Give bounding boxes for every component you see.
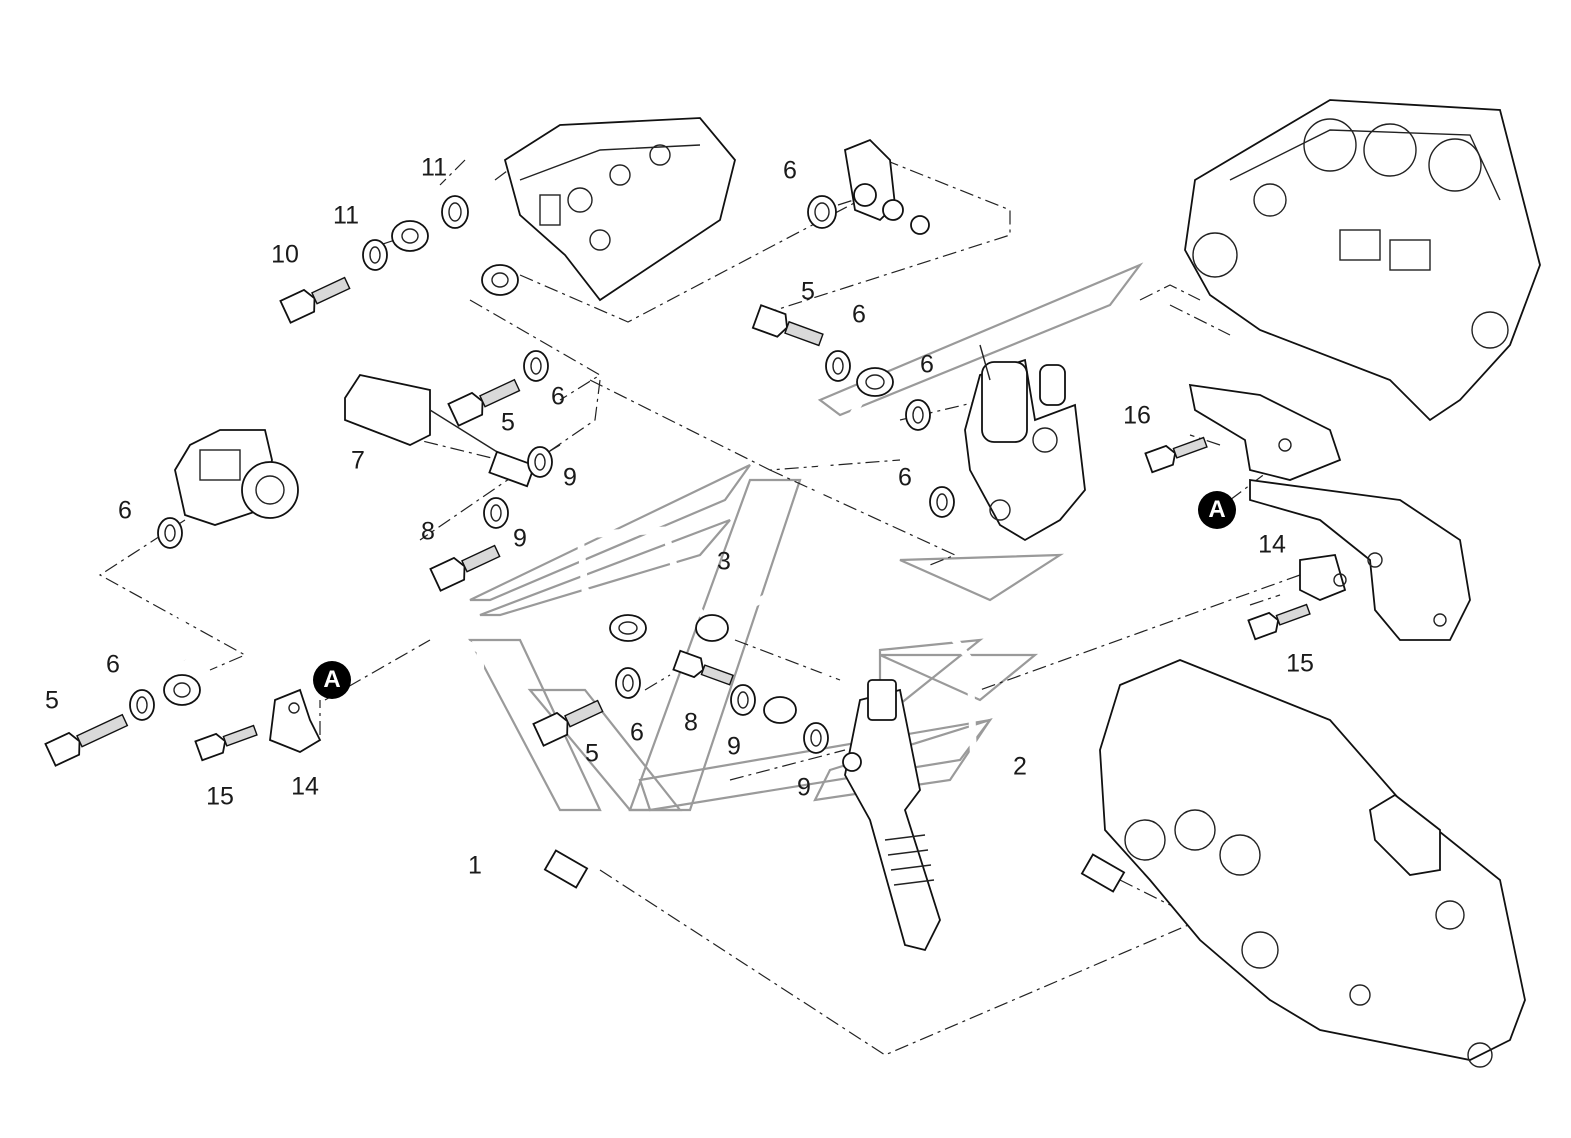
- callout-14-right: 14: [1258, 530, 1286, 559]
- pipe-2: [816, 367, 1126, 893]
- callout-6-top: 6: [783, 156, 797, 185]
- reference-marker-a-right: A: [1198, 491, 1236, 529]
- return-pipe-7: [344, 220, 536, 488]
- bolts: [44, 276, 1311, 767]
- callout-9-left: 9: [513, 524, 527, 553]
- filter-head-component: [964, 344, 1086, 542]
- callout-7: 7: [351, 446, 365, 475]
- reference-marker-a-left: A: [313, 661, 351, 699]
- injector-component: [842, 679, 941, 952]
- callout-6-filter-bottom: 6: [898, 463, 912, 492]
- pipe-3: [576, 526, 854, 724]
- fitting-component: [843, 138, 930, 235]
- callout-9-center: 9: [727, 732, 741, 761]
- callout-11-upper: 11: [333, 201, 359, 230]
- bracket-component: [1188, 383, 1471, 641]
- leader-lines: [98, 149, 1301, 1056]
- watermark-logo: [468, 262, 1144, 812]
- callout-6-center: 6: [630, 718, 644, 747]
- pipe-1: [176, 576, 589, 889]
- callout-9-upper: 9: [563, 463, 577, 492]
- washers: [129, 195, 955, 754]
- callout-15-left: 15: [206, 782, 234, 811]
- callout-6-pump: 6: [118, 496, 132, 525]
- callout-1: 1: [468, 851, 482, 880]
- cover-component: [1099, 659, 1526, 1068]
- callout-8-left: 8: [421, 517, 435, 546]
- callout-2: 2: [1013, 752, 1027, 781]
- cylinder-head-component: [503, 117, 736, 302]
- callout-3: 3: [717, 547, 731, 576]
- pump-component: [174, 429, 299, 526]
- callout-5-left: 5: [45, 686, 59, 715]
- callout-5-center-top: 5: [801, 277, 815, 306]
- engine-block-component: [1184, 99, 1541, 422]
- callout-5-center: 5: [585, 739, 599, 768]
- callout-15-right: 15: [1286, 649, 1314, 678]
- clamps: [269, 553, 1347, 754]
- callout-6-filter-top: 6: [920, 350, 934, 379]
- callout-11-top: 11: [421, 153, 447, 182]
- callout-6-left: 6: [106, 650, 120, 679]
- callout-10: 10: [271, 240, 299, 269]
- callout-5-left-top: 5: [501, 408, 515, 437]
- callout-14-left: 14: [291, 772, 319, 801]
- callout-9-lower: 9: [797, 773, 811, 802]
- callout-16: 16: [1123, 401, 1151, 430]
- callout-6-left-top: 6: [551, 382, 565, 411]
- callout-6-center-top: 6: [852, 300, 866, 329]
- callout-8-center: 8: [684, 708, 698, 737]
